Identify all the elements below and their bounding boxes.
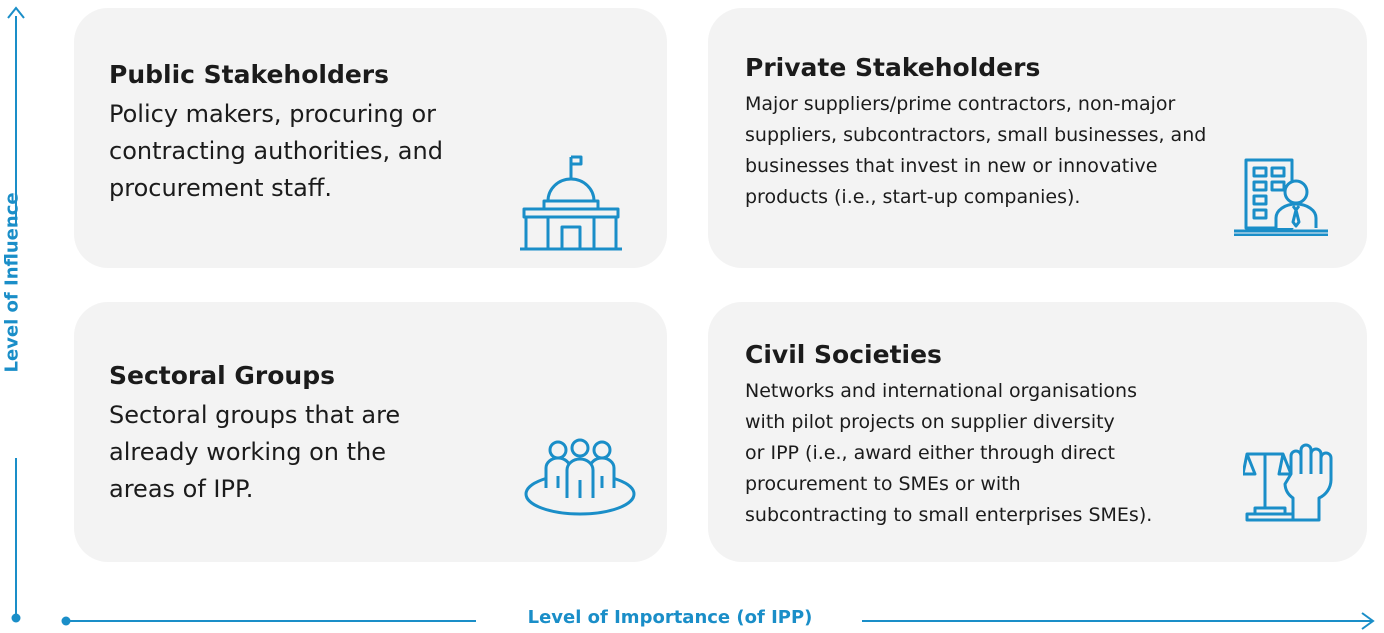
y-axis-label: Level of Influence <box>1 192 23 373</box>
y-axis-origin-dot <box>11 613 21 623</box>
civil-societies-card: Civil Societies Networks and internation… <box>708 302 1367 562</box>
card-body: Policy makers, procuring or contracting … <box>109 100 443 202</box>
card-title: Private Stakeholders <box>745 53 1041 82</box>
y-axis-arrowhead <box>7 6 25 19</box>
x-axis-arrowhead <box>1361 612 1375 630</box>
office-businessman-icon <box>1232 156 1332 236</box>
card-body: Networks and international organisations… <box>745 380 1153 526</box>
sectoral-groups-card: Sectoral Groups Sectoral groups that are… <box>74 302 667 562</box>
public-stakeholders-card: Public Stakeholders Policy makers, procu… <box>74 8 667 268</box>
government-building-icon <box>516 153 626 253</box>
card-title: Public Stakeholders <box>109 60 390 89</box>
card-title: Civil Societies <box>745 340 942 369</box>
card-body: Sectoral groups that are already working… <box>109 401 401 503</box>
x-axis-origin-dot <box>61 616 71 626</box>
private-stakeholders-card: Private Stakeholders Major suppliers/pri… <box>708 8 1367 268</box>
x-axis-label: Level of Importance (of IPP) <box>500 607 840 628</box>
justice-fist-icon <box>1243 442 1343 522</box>
card-title: Sectoral Groups <box>109 361 335 390</box>
card-body: Major suppliers/prime contractors, non-m… <box>745 93 1207 208</box>
group-of-people-icon <box>522 436 638 520</box>
